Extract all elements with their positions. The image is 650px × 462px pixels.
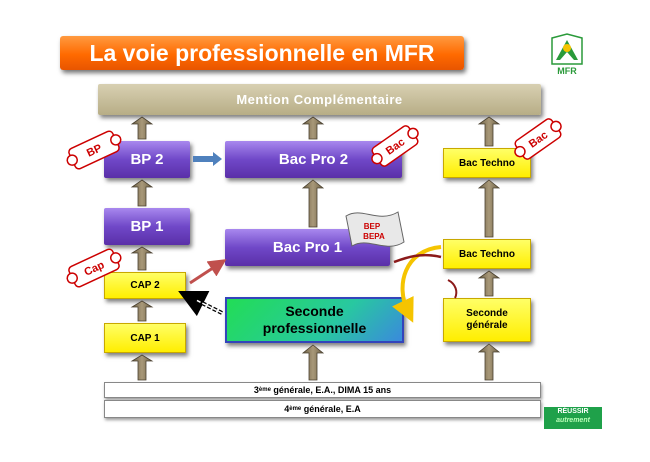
seconde-pro-to-cap2-arrow-inner (195, 299, 223, 314)
up-arrow (477, 116, 501, 147)
bac-right-diploma-scroll-icon: Bac (514, 118, 562, 160)
up-arrow (130, 179, 154, 207)
up-arrow (477, 179, 501, 238)
reussir-line1: RÉUSSIR (557, 408, 589, 415)
up-arrow (301, 344, 325, 381)
page-title: La voie professionnelle en MFR (60, 36, 464, 70)
bep-label: BEP (364, 222, 381, 231)
up-arrow (130, 300, 154, 322)
troisieme-number: 3 (253, 385, 259, 395)
up-arrow (130, 116, 154, 140)
bac-techno-mid-box: Bac Techno (443, 239, 531, 269)
troisieme-sup: ème (258, 387, 271, 393)
up-arrow (130, 354, 154, 381)
bepa-label: BEPA (363, 232, 385, 241)
mention-complementaire-box: Mention Complémentaire (98, 84, 541, 115)
quatrieme-number: 4 (284, 404, 290, 414)
seconde-gen-to-bacpro1-curve (393, 253, 442, 264)
seconde-professionnelle-box: Seconde professionnelle (225, 297, 404, 343)
cap1-box: CAP 1 (104, 323, 186, 353)
bep-bepa-flag-icon: BEP BEPA (345, 211, 405, 247)
seconde-professionnelle-line2: professionnelle (262, 320, 367, 336)
up-arrow (477, 343, 501, 381)
seconde-generale-box: Seconde générale (443, 298, 531, 342)
reussir-autrement-badge: RÉUSSIR autrement (544, 407, 602, 429)
cap2-box: CAP 2 (104, 272, 186, 299)
bac-techno-top-box: Bac Techno (443, 148, 531, 178)
cap-diploma-scroll-icon: Cap (66, 248, 122, 288)
bp-diploma-scroll-icon: BP (66, 130, 122, 170)
cap2-to-bacpro1-arrow (189, 259, 227, 285)
seconde-gen-to-bacpro1-curve-tail (447, 279, 458, 299)
up-arrow (301, 116, 325, 140)
troisieme-text: générale, E.A., DIMA 15 ans (270, 385, 392, 395)
seconde-generale-line2: générale (466, 320, 508, 331)
bp1-box: BP 1 (104, 208, 190, 245)
bac-center-diploma-scroll-icon: Bac (371, 125, 419, 167)
seconde-generale-line1: Seconde (466, 307, 508, 319)
mfr-logo-text: MFR (557, 66, 577, 76)
bp2-to-bacpro2-arrow (193, 152, 222, 166)
up-arrow (130, 246, 154, 271)
bac-techno-to-bacpro1-curve (391, 245, 442, 323)
up-arrow (301, 179, 325, 228)
seconde-professionnelle-line1: Seconde (285, 303, 344, 320)
mfr-logo-icon (551, 33, 583, 65)
bp-diploma-label: BP (85, 142, 104, 159)
quatrieme-text: générale, E.A (301, 404, 361, 414)
quatrieme-sup: ème (289, 406, 302, 412)
mfr-logo: MFR (546, 30, 588, 80)
up-arrow (477, 270, 501, 297)
reussir-line2: autrement (556, 416, 590, 424)
